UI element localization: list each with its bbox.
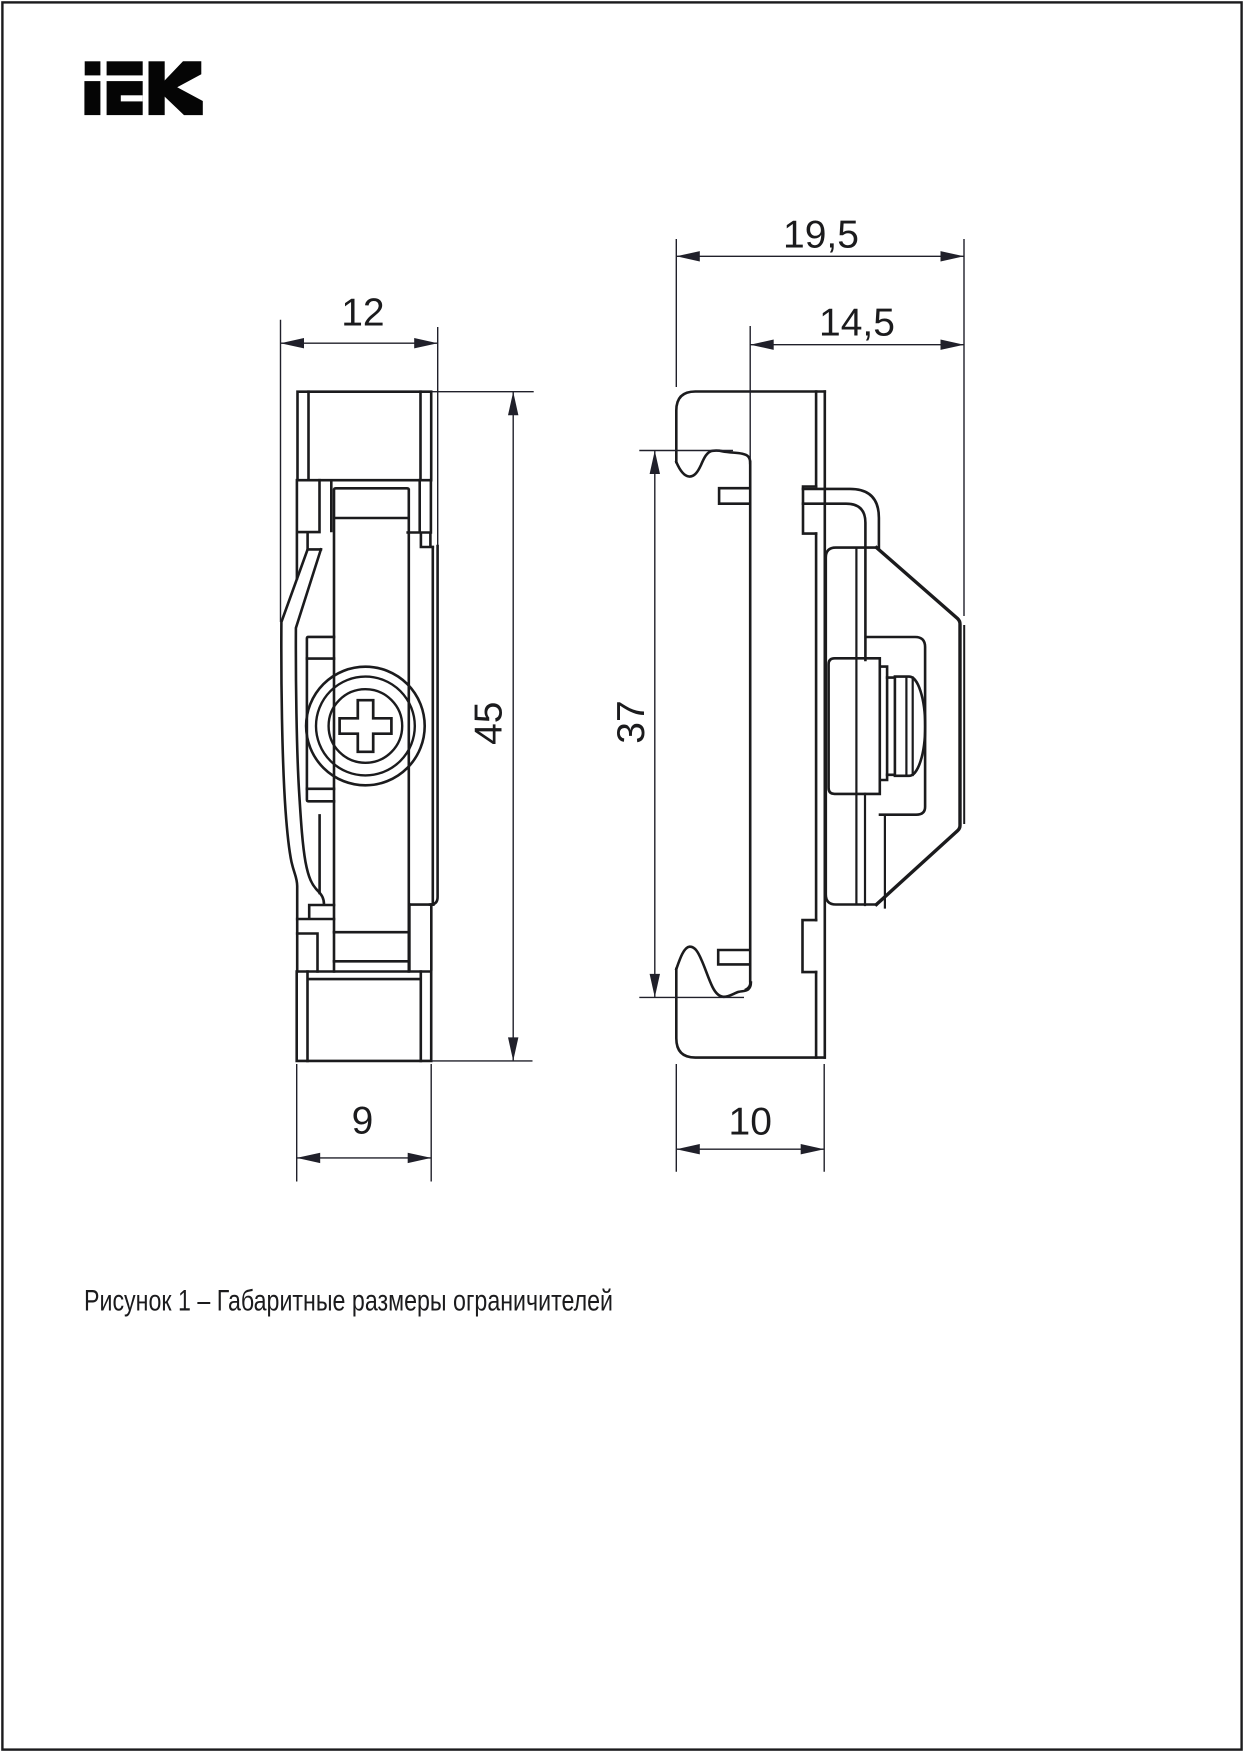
svg-text:Рисунок 1 – Габаритные размеры: Рисунок 1 – Габаритные размеры ограничит… <box>84 1285 613 1318</box>
svg-text:14,5: 14,5 <box>819 302 895 345</box>
svg-text:19,5: 19,5 <box>783 213 859 256</box>
svg-text:10: 10 <box>729 1101 772 1144</box>
svg-text:9: 9 <box>352 1100 374 1143</box>
svg-text:12: 12 <box>341 292 384 335</box>
svg-text:37: 37 <box>610 700 653 743</box>
svg-text:45: 45 <box>468 702 511 745</box>
